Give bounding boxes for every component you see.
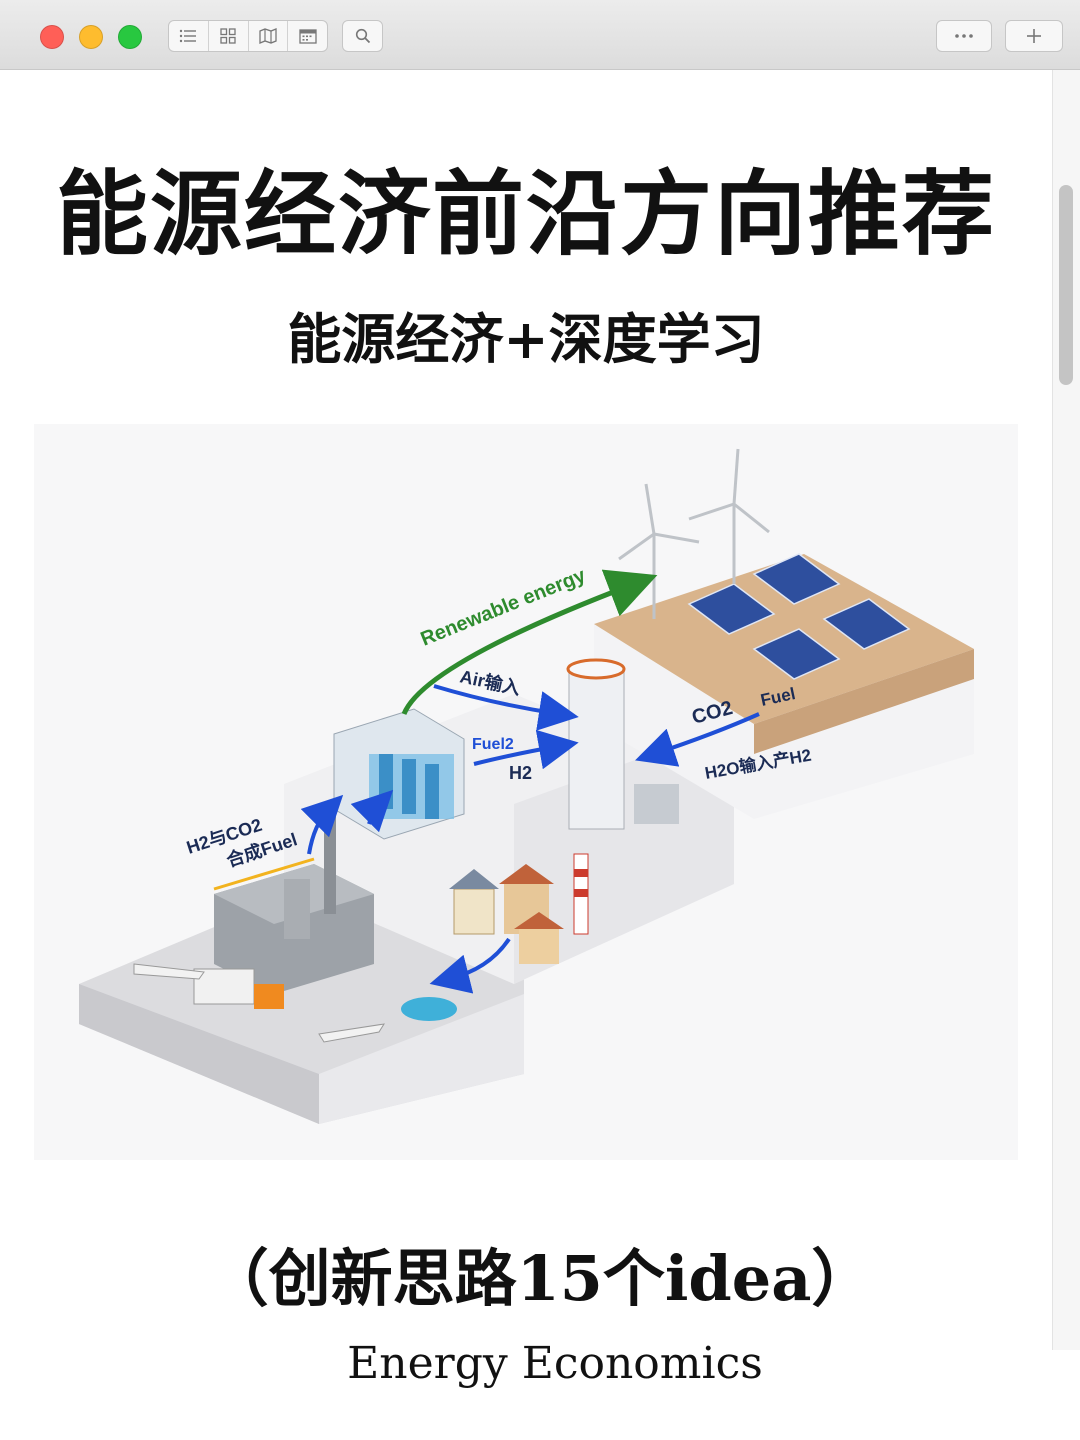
synthesis-arrow xyxy=(300,794,344,855)
search-icon xyxy=(355,28,370,44)
grid-view-button[interactable] xyxy=(209,21,249,51)
isometric-energy-diagram: Renewable energy Air输入 Fuel2 H2 CO2 Fuel… xyxy=(79,448,974,1124)
footer-label: Energy Economics xyxy=(347,1338,763,1389)
synthesis-arrow-2 xyxy=(350,789,394,833)
page-subtitle: 能源经济+深度学习 xyxy=(287,307,765,371)
h2-label: H2 xyxy=(509,763,532,783)
houses xyxy=(449,853,589,964)
calendar-icon xyxy=(298,29,317,44)
close-button[interactable] xyxy=(40,25,64,49)
air-input-arrow xyxy=(433,684,579,731)
co2-fuel-arrow xyxy=(635,712,760,767)
calendar-view-button[interactable] xyxy=(288,21,327,51)
h2-arrow xyxy=(473,729,579,770)
minimize-button[interactable] xyxy=(79,25,103,49)
list-icon xyxy=(180,29,197,43)
list-view-button[interactable] xyxy=(169,21,209,51)
renewable-energy-arrow xyxy=(401,569,658,716)
electrolyzer-unit xyxy=(333,708,465,840)
map-view-button[interactable] xyxy=(249,21,289,51)
vehicles xyxy=(133,963,457,1043)
energy-system-illustration: Renewable energy Air输入 Fuel2 H2 CO2 Fuel… xyxy=(34,424,1018,1160)
page-title: 能源经济前沿方向推荐 xyxy=(55,160,996,268)
zoom-button[interactable] xyxy=(118,25,142,49)
view-mode-group xyxy=(168,20,328,52)
delivery-arrow xyxy=(429,937,511,994)
add-button[interactable] xyxy=(1005,20,1063,52)
map-icon xyxy=(259,28,277,44)
window-titlebar xyxy=(0,0,1080,70)
ideas-caption: （创新思路15个idea） xyxy=(206,1242,874,1315)
search-button[interactable] xyxy=(342,20,383,52)
more-button[interactable] xyxy=(936,20,992,52)
grid-icon xyxy=(220,28,236,44)
fuel-cell-label: Fuel2 xyxy=(472,736,514,753)
scrollbar-thumb[interactable] xyxy=(1059,185,1073,385)
factory xyxy=(213,804,374,994)
solar-panels xyxy=(687,553,911,680)
plus-icon xyxy=(1027,29,1041,43)
ellipsis-icon xyxy=(955,34,973,38)
